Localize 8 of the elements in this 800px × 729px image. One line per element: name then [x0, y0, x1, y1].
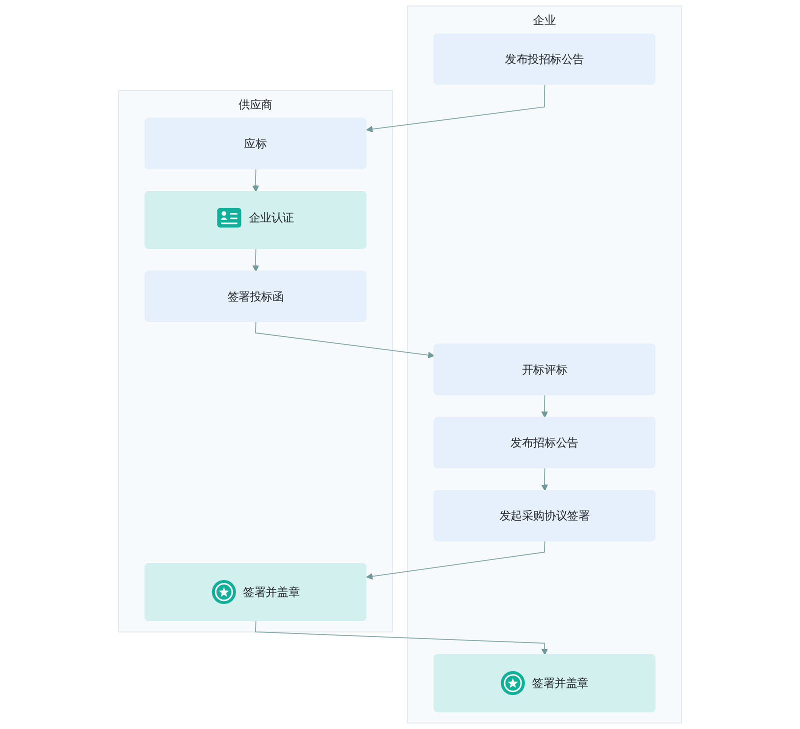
arrow [541, 394, 548, 418]
arrow [366, 84, 546, 132]
arrow [366, 540, 546, 580]
arrow [252, 168, 260, 192]
arrow [252, 248, 260, 272]
arrow [255, 322, 435, 358]
arrow [541, 468, 548, 492]
arrow [255, 620, 548, 656]
